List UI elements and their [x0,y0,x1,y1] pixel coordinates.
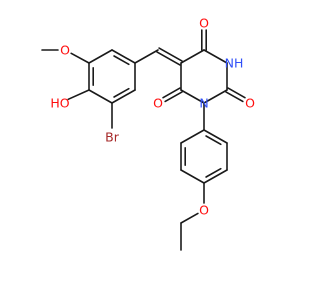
bond-A1-A2 [111,49,136,64]
bond-B6-B1 [180,129,205,144]
bond-B4-B5 [180,169,205,184]
bond-B3-B4-inner [205,167,222,178]
bond-C2-O_right-b [227,87,246,99]
carbonyl-oxygen-top-label: O [199,16,209,31]
bond-A1-CH [134,49,159,64]
nitrogen-label: N [199,96,208,111]
bond-C4-N3 [203,49,228,64]
bromine-label: Br [105,130,120,145]
bond-O_ethoxy-E1 [180,212,199,224]
bond-A1-A2-inner [113,55,130,66]
bond-CH-C5-b [158,47,183,62]
bond-A5-A6-inner [113,87,130,98]
bond-C2-O_right-a [225,91,244,103]
bond-A3-O_methoxy [70,52,90,64]
bond-C2-N1 [203,89,228,104]
bond-A5-A6 [111,89,136,104]
ethoxy-oxygen-label: O [199,203,209,218]
bond-C6-O_left-b [164,91,183,103]
carbonyl-oxygen-right-label: O [245,96,255,111]
bond-layer [41,29,246,251]
bond-N1-C6 [180,89,205,104]
hydroxy-label: HO [50,96,69,111]
bond-B1-B2-inner [205,135,222,146]
bond-C6-O_left-a [162,87,181,99]
carbonyl-oxygen-left-label: O [153,96,163,111]
bond-A4-A5 [88,89,113,104]
methoxy-oxygen-label: O [60,43,70,58]
bond-B1-B2 [203,129,228,144]
bond-B3-B4 [203,169,228,184]
bond-A4-O_hydroxy [67,89,90,101]
bond-A2-A3 [88,49,113,64]
bond-C5-C4 [180,49,205,64]
nh-label: NH [225,56,244,71]
bond-CH-C5-a [156,51,181,66]
